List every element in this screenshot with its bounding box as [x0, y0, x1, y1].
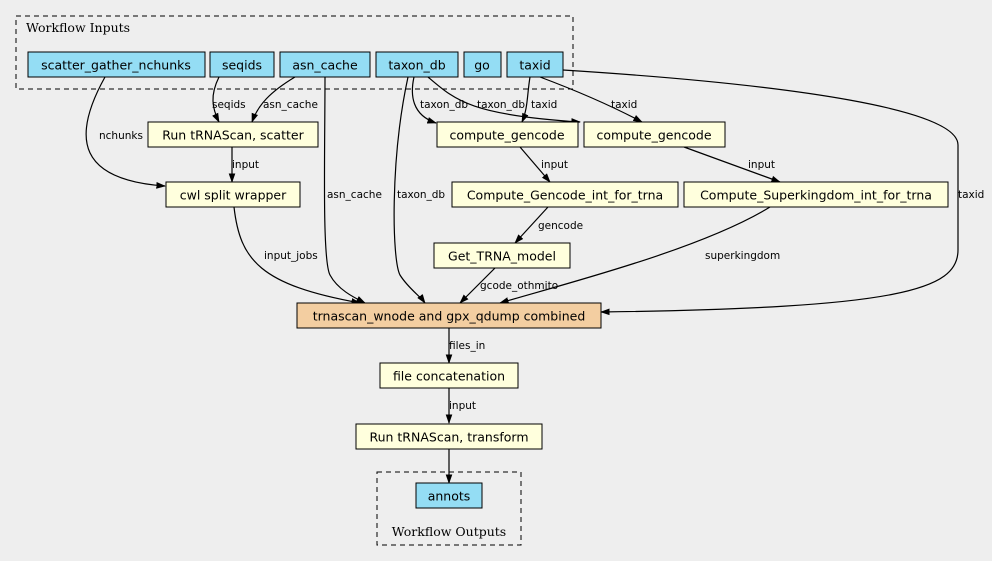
edge-taxid-gencode-1 — [521, 76, 531, 123]
node-label: scatter_gather_nchunks — [41, 58, 191, 73]
edge-label-taxid-combined: taxid — [958, 189, 984, 201]
step-node-trnascan-combined[interactable]: trnascan_wnode and gpx_qdump combined — [296, 302, 602, 329]
edge-label-files-in: files_in — [449, 340, 485, 352]
edge-label-taxid-gencode-2: taxid — [611, 99, 637, 111]
step-node-compute-gencode-2[interactable]: compute_gencode — [583, 121, 726, 148]
edge-superkingdom — [499, 206, 771, 304]
node-label: cwl split wrapper — [180, 188, 287, 203]
edge-label-asn-cache-combined: asn_cache — [327, 189, 382, 201]
edge-label-gcode-othmito: gcode_othmito — [480, 280, 558, 292]
step-node-compute-gencode-1[interactable]: compute_gencode — [436, 121, 579, 148]
edge-label-input-transform: input — [449, 400, 476, 412]
edge-label-input-superkingdom: input — [748, 159, 775, 171]
step-node-get-trna-model[interactable]: Get_TRNA_model — [433, 242, 571, 269]
input-node-taxid[interactable]: taxid — [506, 51, 564, 78]
edge-taxid-combined — [562, 69, 959, 316]
edge-label-superkingdom: superkingdom — [705, 250, 780, 262]
workflow-outputs-label: Workflow Outputs — [392, 524, 506, 539]
node-label: go — [474, 58, 490, 73]
node-label: compute_gencode — [449, 128, 564, 143]
input-node-seqids[interactable]: seqids — [209, 51, 275, 78]
output-node-annots[interactable]: annots — [415, 482, 483, 509]
step-node-compute-superkingdom-int-for-trna[interactable]: Compute_Superkingdom_int_for_trna — [683, 181, 949, 208]
node-label: annots — [428, 489, 471, 504]
node-label: seqids — [222, 58, 262, 73]
edge-taxon-db-gencode-1 — [411, 76, 437, 124]
edge-label-gencode: gencode — [538, 220, 583, 232]
edge-gcode-othmito — [459, 267, 496, 304]
input-node-asn-cache[interactable]: asn_cache — [279, 51, 371, 78]
edge-gencode — [514, 206, 549, 244]
edge-label-seqids: seqids — [212, 99, 246, 111]
edge-label-taxon-db-gencode-2: taxon_db — [477, 99, 525, 111]
edge-nchunks — [85, 76, 166, 189]
edge-asn-cache-scatter — [251, 76, 296, 123]
edge-label-nchunks: nchunks — [99, 130, 143, 142]
step-node-run-trnascan-transform[interactable]: Run tRNAScan, transform — [355, 423, 543, 450]
edge-label-input-gencode-int: input — [541, 159, 568, 171]
node-label: Get_TRNA_model — [448, 249, 556, 264]
step-node-run-trnascan-scatter[interactable]: Run tRNAScan, scatter — [147, 121, 319, 148]
edge-label-taxon-db-combined: taxon_db — [397, 189, 445, 201]
node-label: compute_gencode — [596, 128, 711, 143]
node-label: asn_cache — [292, 58, 358, 73]
input-node-scatter-gather-nchunks[interactable]: scatter_gather_nchunks — [27, 51, 206, 78]
edge-input-jobs — [233, 206, 361, 305]
edge-input-gencode-int — [519, 146, 551, 183]
edge-label-taxid-gencode-1: taxid — [531, 99, 557, 111]
input-node-go[interactable]: go — [463, 51, 502, 78]
node-label: Compute_Superkingdom_int_for_trna — [700, 188, 932, 203]
node-label: Run tRNAScan, transform — [369, 430, 528, 445]
node-label: trnascan_wnode and gpx_qdump combined — [313, 309, 586, 324]
workflow-inputs-label: Workflow Inputs — [26, 20, 130, 35]
edge-input-superkingdom — [683, 146, 781, 183]
edge-taxon-db-gencode-2 — [427, 76, 581, 125]
edge-label-input-jobs: input_jobs — [264, 250, 318, 262]
input-node-taxon-db[interactable]: taxon_db — [375, 51, 459, 78]
step-node-compute-gencode-int-for-trna[interactable]: Compute_Gencode_int_for_trna — [451, 181, 679, 208]
node-label: Run tRNAScan, scatter — [162, 128, 304, 143]
step-node-file-concatenation[interactable]: file concatenation — [379, 362, 519, 389]
node-label: taxid — [519, 58, 550, 73]
edge-taxid-gencode-2 — [539, 76, 643, 123]
edge-label-input-split: input — [232, 159, 259, 171]
node-label: taxon_db — [388, 58, 445, 73]
edge-seqids — [212, 76, 220, 123]
edge-label-asn-cache-scatter: asn_cache — [263, 99, 318, 111]
step-node-cwl-split-wrapper[interactable]: cwl split wrapper — [165, 181, 301, 208]
edge-taxon-db-combined — [393, 76, 426, 304]
edge-asn-cache-combined — [323, 76, 366, 304]
edge-label-taxon-db-gencode-1: taxon_db — [420, 99, 468, 111]
node-label: Compute_Gencode_int_for_trna — [467, 188, 663, 203]
node-label: file concatenation — [393, 369, 505, 384]
